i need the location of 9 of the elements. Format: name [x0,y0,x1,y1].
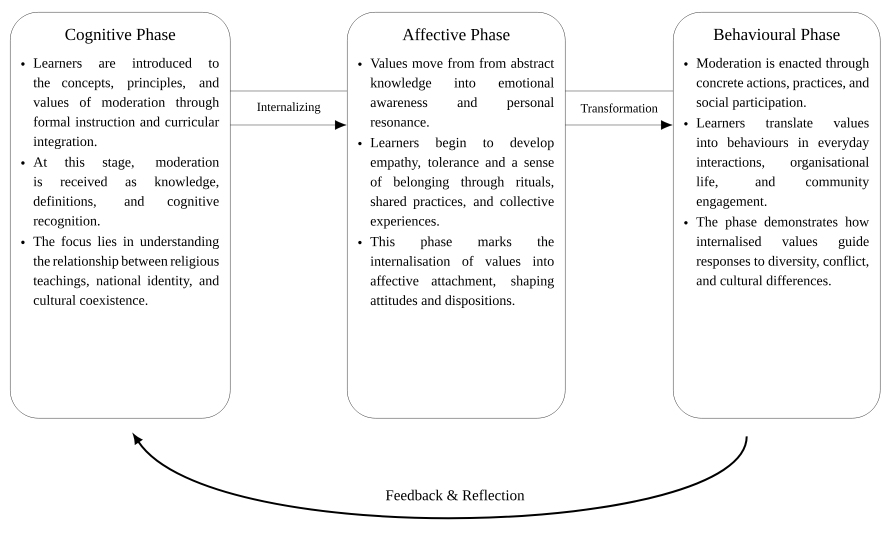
phase-box: Affective Phase Values move from from abstract knowledge into emotional awareness and personal resonance. Learners begin to develop empathy, tolerance and a sense of belonging through rituals, shared practices, and collective experiences. This phase marks the internalisation of values into affective attachment, shaping attitudes and dispositions. [347,12,566,418]
curved-arrow [133,434,748,520]
edge-label: Internalizing [256,101,322,115]
phase-box: Cognitive Phase Learners are introduced to the concepts, principles, and values of moderation through formal instruction and curricular integration. At this stage, moderation is received as knowledge, definitions, and cognitive recognition. The focus lies in understanding the relationship between religious teachings, national identity, and cultural coexistence. [10,12,230,418]
arrow [230,120,346,130]
arrow [565,120,672,130]
edge-label: Feedback & Reflection [384,488,526,502]
phase-box: Behavioural Phase Moderation is enacted through concrete actions, practices, and social participation. Learners translate values into behaviours in everyday interactions, organisational life, and community engagement. The phase demonstrates how internalised values guide responses to diversity, conflict, and cultural differences. [673,12,880,418]
edge-label: Transformation [580,102,659,114]
